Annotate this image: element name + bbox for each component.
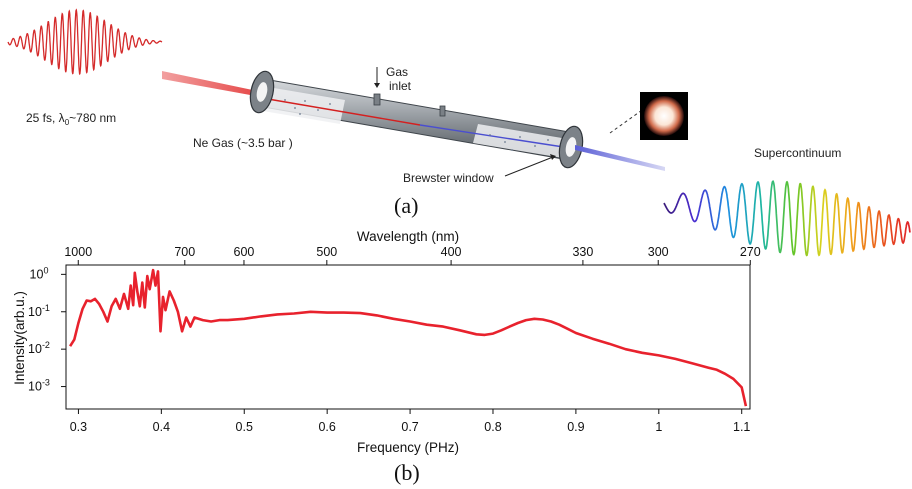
x-axis-ticks: 0.3 0.4 0.5 0.6 0.7 0.8 0.9 1 1.1 (70, 409, 750, 434)
x-tick-label: 0.7 (401, 420, 418, 434)
top-tick-label: 300 (648, 245, 669, 259)
x-tick-label: 0.3 (70, 420, 87, 434)
x-tick-label: 0.4 (153, 420, 170, 434)
brewster-window-arrowhead (550, 154, 556, 160)
y-axis-ticks: 100 10-1 10-2 10-3 (28, 265, 66, 394)
spectrum-chart: 0.3 0.4 0.5 0.6 0.7 0.8 0.9 1 1.1 100 10-1 10-2 10-… (12, 229, 761, 485)
supercontinuum-waveform (663, 180, 911, 257)
panel-a: 25 fs, λ0~780 nm Gas inlet (7, 8, 911, 257)
top-tick-label: 700 (174, 245, 195, 259)
gas-inlet-label-line1: Gas (386, 65, 408, 79)
top-tick-label: 400 (441, 245, 462, 259)
gas-inlet-label-line2: inlet (389, 79, 412, 93)
fiber-inner-beam-blue (419, 124, 571, 149)
beam-profile-spot (644, 96, 684, 136)
output-beam (575, 145, 665, 171)
x-tick-label: 0.8 (484, 420, 501, 434)
beam-profile-pointer (609, 107, 646, 134)
x-tick-label: 1 (655, 420, 662, 434)
gas-inlet-pipe (373, 93, 381, 106)
brewster-window-arrow (504, 156, 554, 177)
y-axis-label: Intensity(arb.u.) (12, 291, 27, 385)
neon-particles (284, 99, 549, 151)
ne-gas-label: Ne Gas (~3.5 bar ) (193, 136, 293, 150)
x-tick-label: 1.1 (733, 420, 750, 434)
plot-frame (65, 264, 751, 410)
spectrum-line (69, 268, 748, 407)
hollow-core-fiber (249, 70, 584, 169)
brewster-window-label: Brewster window (403, 171, 494, 185)
top-axis-ticks: 1000 700 600 500 400 330 300 270 (64, 245, 761, 265)
top-tick-label: 270 (740, 245, 761, 259)
top-tick-label: 1000 (64, 245, 92, 259)
x-axis-label: Frequency (PHz) (357, 440, 459, 455)
x-tick-label: 0.9 (567, 420, 584, 434)
top-axis-label: Wavelength (nm) (357, 229, 459, 244)
fiber-inner-beam-red (261, 97, 421, 126)
y-tick-label: 100 (30, 265, 49, 281)
y-tick-label: 10-1 (28, 303, 50, 319)
supercontinuum-label: Supercontinuum (754, 146, 841, 160)
gas-inlet-arrowhead (374, 83, 380, 88)
panel-a-caption: (a) (394, 193, 418, 218)
y-tick-label: 10-2 (28, 340, 50, 356)
x-tick-label: 0.6 (318, 420, 335, 434)
fiber-flange-left-hole (256, 82, 268, 102)
y-tick-label: 10-3 (28, 378, 50, 394)
panel-b-caption: (b) (394, 460, 420, 485)
top-tick-label: 600 (234, 245, 255, 259)
top-tick-label: 330 (572, 245, 593, 259)
pulse-label: 25 fs, λ0~780 nm (26, 111, 116, 127)
fiber-flange-right-hole (565, 137, 577, 157)
input-pulse-waveform (7, 8, 163, 76)
x-tick-label: 0.5 (236, 420, 253, 434)
top-tick-label: 500 (316, 245, 337, 259)
gas-outlet-pipe (439, 105, 446, 117)
